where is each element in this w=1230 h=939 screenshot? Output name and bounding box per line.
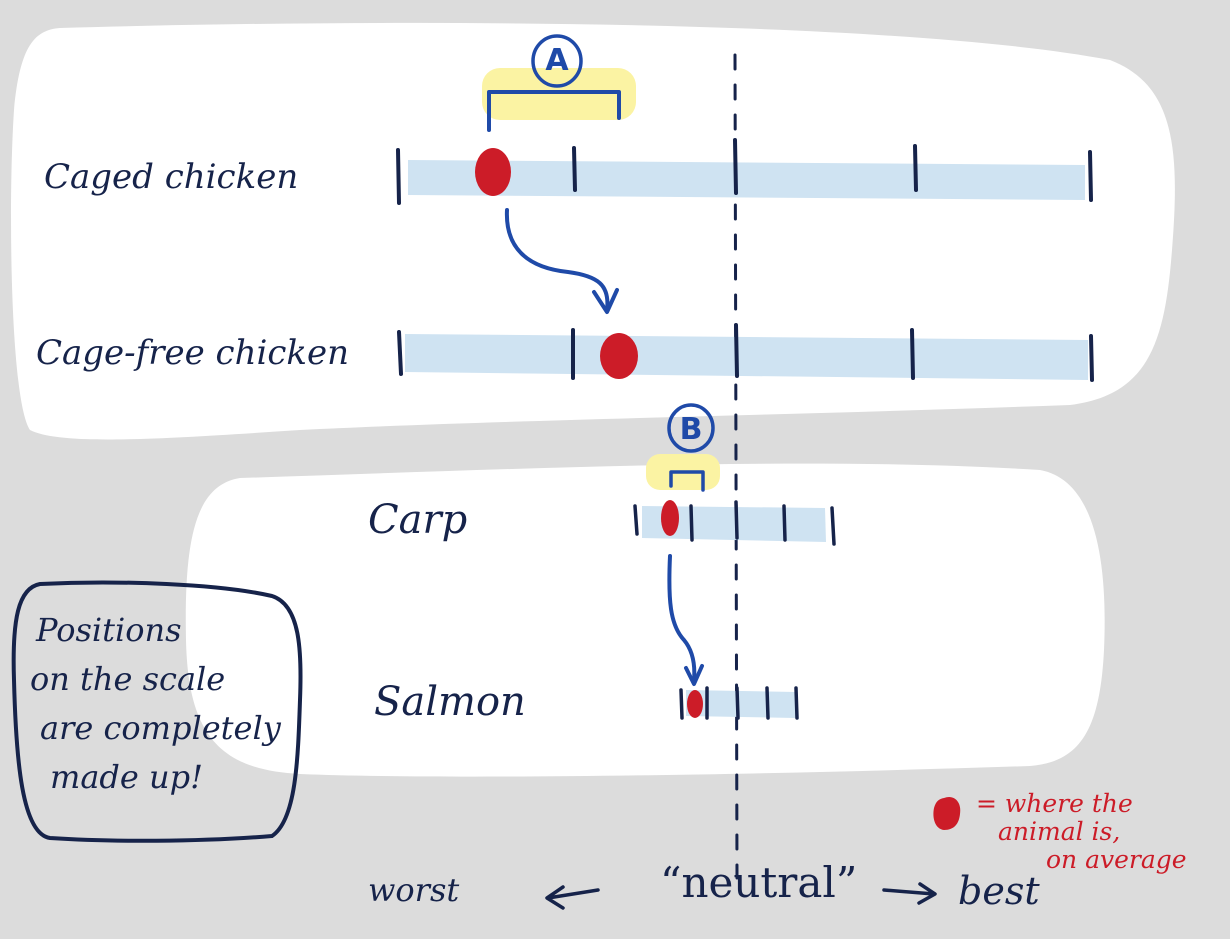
axis-worst-label: worst	[368, 871, 460, 909]
row-label-caged-chicken: Caged chicken	[44, 157, 299, 197]
salmon-ticks	[679, 686, 799, 720]
left-arrow-icon	[545, 885, 600, 910]
caged-chicken-ticks	[396, 138, 1093, 205]
note-line: on the scale	[30, 660, 226, 698]
bracket-b-label: B	[679, 412, 703, 447]
carp-ticks	[633, 500, 836, 546]
legend: = where the animal is, on average	[976, 790, 1187, 874]
note-line: made up!	[50, 758, 203, 796]
row-label-salmon: Salmon	[374, 679, 526, 725]
legend-line: animal is,	[998, 817, 1121, 846]
bracket-a	[487, 90, 621, 132]
cagefree-chicken-dot	[600, 333, 638, 379]
note-line: Positions	[36, 611, 182, 649]
bracket-b-circle	[667, 403, 715, 453]
note-box	[11, 580, 303, 843]
cagefree-chicken-ticks	[397, 323, 1094, 382]
arrow-carp-to-salmon	[667, 554, 697, 682]
right-arrow-icon	[882, 882, 937, 905]
row-label-carp: Carp	[368, 497, 468, 543]
arrow-caged-to-cagefree	[504, 208, 610, 312]
arrow-a-head	[592, 288, 619, 314]
cagefree-chicken-bar	[405, 334, 1088, 380]
note-text: Positions on the scale are completely ma…	[30, 606, 286, 802]
legend-line: = where the	[976, 789, 1133, 818]
salmon-dot	[687, 690, 703, 718]
axis-neutral-label: “neutral”	[660, 858, 858, 907]
bracket-b	[669, 470, 705, 492]
carp-dot	[661, 500, 679, 536]
chicken-panel	[11, 22, 1175, 440]
legend-dot-icon	[933, 796, 961, 830]
bracket-a-circle	[531, 34, 583, 88]
bracket-a-label: A	[545, 43, 569, 78]
fish-panel	[185, 463, 1105, 777]
caged-chicken-dot	[475, 148, 511, 196]
note-line: are completely	[40, 709, 281, 747]
carp-bar	[642, 506, 826, 542]
row-label-cagefree-chicken: Cage-free chicken	[36, 333, 350, 373]
legend-line: on average	[1046, 845, 1187, 874]
axis-best-label: best	[958, 869, 1040, 913]
arrow-b-head	[684, 664, 704, 686]
